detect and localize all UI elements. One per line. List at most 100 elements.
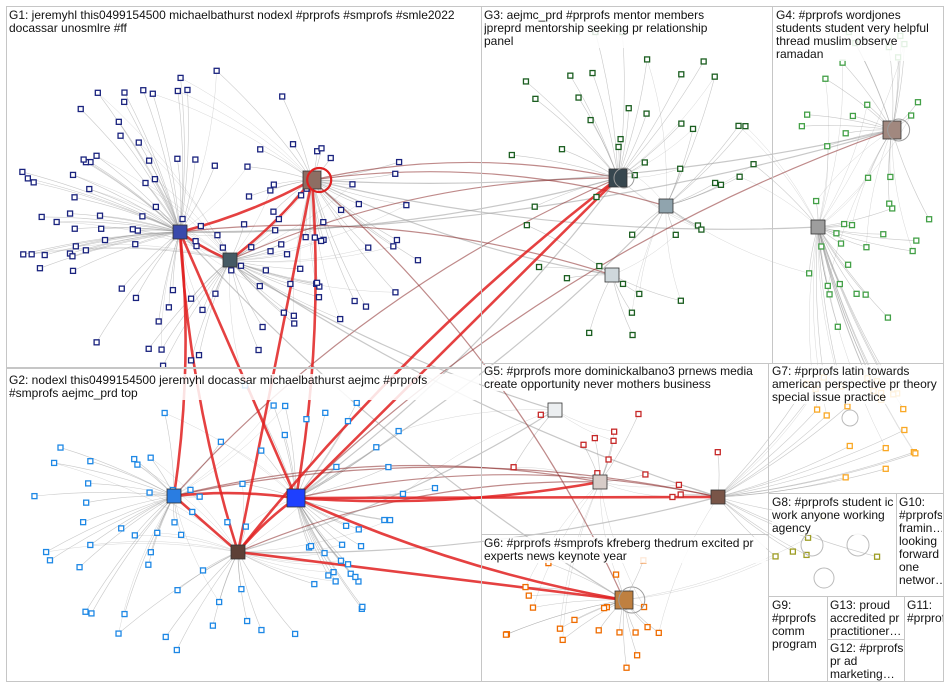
node bbox=[174, 155, 181, 162]
node bbox=[353, 399, 360, 407]
edge-strong bbox=[294, 179, 317, 499]
node bbox=[381, 516, 388, 524]
node bbox=[267, 248, 274, 255]
node bbox=[80, 156, 87, 163]
node bbox=[907, 112, 915, 119]
node bbox=[87, 458, 94, 465]
node bbox=[217, 438, 225, 445]
edge bbox=[717, 468, 886, 498]
hub-node bbox=[547, 402, 563, 418]
edge bbox=[617, 74, 682, 179]
node bbox=[315, 294, 323, 301]
node bbox=[325, 572, 332, 579]
node bbox=[330, 569, 337, 576]
node bbox=[823, 412, 830, 419]
edge bbox=[44, 231, 181, 256]
edge-long bbox=[179, 177, 619, 233]
edge bbox=[592, 72, 619, 179]
node bbox=[311, 234, 319, 241]
node bbox=[192, 237, 199, 245]
node bbox=[154, 529, 161, 537]
group-label-g10: G10: #prprofs framin… looking forward on… bbox=[899, 496, 942, 592]
node bbox=[255, 346, 262, 354]
node bbox=[291, 320, 298, 327]
edge bbox=[402, 409, 556, 495]
edge bbox=[717, 409, 818, 498]
node bbox=[262, 267, 270, 274]
edge-long bbox=[179, 129, 893, 233]
node bbox=[267, 187, 274, 194]
node bbox=[242, 523, 249, 530]
node bbox=[86, 185, 93, 193]
node bbox=[281, 431, 288, 439]
node bbox=[352, 573, 359, 581]
node bbox=[629, 231, 636, 238]
node bbox=[589, 69, 596, 77]
node bbox=[57, 444, 64, 451]
edge bbox=[72, 174, 181, 233]
node bbox=[337, 315, 344, 323]
edge-long bbox=[179, 224, 613, 276]
node bbox=[155, 318, 162, 325]
node bbox=[431, 484, 439, 492]
edge bbox=[124, 92, 181, 233]
node bbox=[158, 346, 165, 353]
node bbox=[243, 617, 251, 625]
node bbox=[118, 285, 125, 292]
edge bbox=[27, 178, 181, 233]
node bbox=[806, 270, 813, 277]
node bbox=[813, 406, 821, 413]
node bbox=[669, 493, 676, 501]
node bbox=[82, 247, 90, 254]
node bbox=[134, 461, 141, 468]
node bbox=[523, 222, 531, 229]
node bbox=[115, 630, 122, 637]
edge bbox=[161, 259, 231, 350]
node bbox=[836, 280, 843, 288]
edge bbox=[45, 495, 175, 553]
node bbox=[798, 123, 806, 130]
group-label-g11: G11: #prprofs bbox=[907, 599, 943, 625]
node bbox=[211, 162, 218, 169]
node bbox=[237, 262, 245, 269]
node bbox=[184, 86, 191, 94]
node bbox=[591, 434, 598, 442]
hub-node bbox=[658, 198, 674, 214]
edge bbox=[165, 551, 239, 638]
node bbox=[395, 427, 402, 435]
node bbox=[149, 90, 156, 97]
edge bbox=[34, 491, 175, 497]
node bbox=[840, 220, 848, 228]
edge bbox=[96, 155, 181, 233]
node bbox=[575, 94, 582, 101]
node bbox=[395, 158, 403, 166]
node bbox=[332, 578, 339, 585]
node bbox=[633, 652, 641, 659]
edge-long bbox=[237, 496, 719, 554]
edge-long bbox=[295, 129, 893, 499]
node bbox=[742, 123, 749, 130]
node bbox=[619, 280, 627, 288]
node bbox=[641, 159, 648, 166]
node bbox=[386, 516, 394, 524]
node bbox=[290, 312, 298, 319]
node bbox=[522, 583, 529, 591]
node bbox=[886, 200, 893, 207]
edge bbox=[631, 205, 667, 313]
edge bbox=[665, 205, 682, 301]
node bbox=[862, 291, 869, 298]
node bbox=[385, 463, 392, 471]
edge bbox=[179, 70, 217, 233]
edge bbox=[505, 599, 625, 635]
node bbox=[98, 225, 105, 232]
node bbox=[289, 141, 297, 148]
node bbox=[118, 525, 125, 532]
node bbox=[347, 570, 354, 577]
node bbox=[616, 629, 623, 636]
edge bbox=[817, 44, 905, 228]
edge bbox=[817, 62, 844, 228]
edge bbox=[646, 59, 667, 207]
node bbox=[195, 351, 203, 359]
node bbox=[882, 465, 889, 472]
node bbox=[177, 74, 184, 82]
